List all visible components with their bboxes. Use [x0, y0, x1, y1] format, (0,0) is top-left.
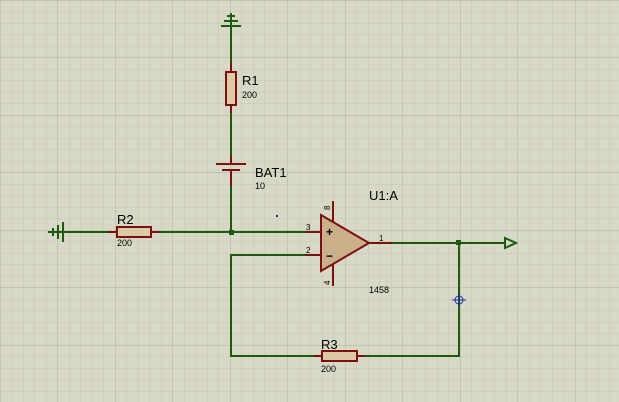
pin-1-label: 1	[379, 234, 384, 243]
junction-dot	[456, 240, 461, 245]
r2-ref-label: R2	[117, 212, 134, 227]
output-terminal-icon[interactable]	[504, 236, 519, 250]
r3-ref-label: R3	[321, 337, 338, 352]
pin-3-label: 3	[306, 223, 311, 232]
r3-value-label: 200	[321, 364, 336, 374]
resistor-r3[interactable]	[314, 350, 365, 362]
opamp-minus-sign: −	[326, 249, 333, 263]
junction-dot	[229, 230, 234, 235]
u1-ref-label: U1:A	[369, 188, 398, 203]
battery-bat1[interactable]	[216, 156, 246, 186]
crosshair-cursor-icon	[452, 293, 466, 307]
r2-value-label: 200	[117, 238, 132, 248]
r1-value-label: 200	[242, 90, 257, 100]
bat1-ref-label: BAT1	[255, 165, 287, 180]
resistor-r2[interactable]	[108, 226, 159, 238]
resistor-r1[interactable]	[225, 62, 237, 113]
ground-icon[interactable]	[221, 13, 241, 27]
r1-ref-label: R1	[242, 73, 259, 88]
pin-2-label: 2	[306, 246, 311, 255]
pin-4-label: 4	[323, 280, 332, 285]
pin-8-label: 8	[323, 205, 332, 210]
stray-dot	[276, 215, 278, 217]
bat1-value-label: 10	[255, 181, 265, 191]
ground-icon[interactable]	[48, 222, 64, 242]
opamp-u1a[interactable]	[306, 201, 392, 286]
u1-value-label: 1458	[369, 285, 389, 295]
opamp-plus-sign: +	[326, 225, 333, 239]
